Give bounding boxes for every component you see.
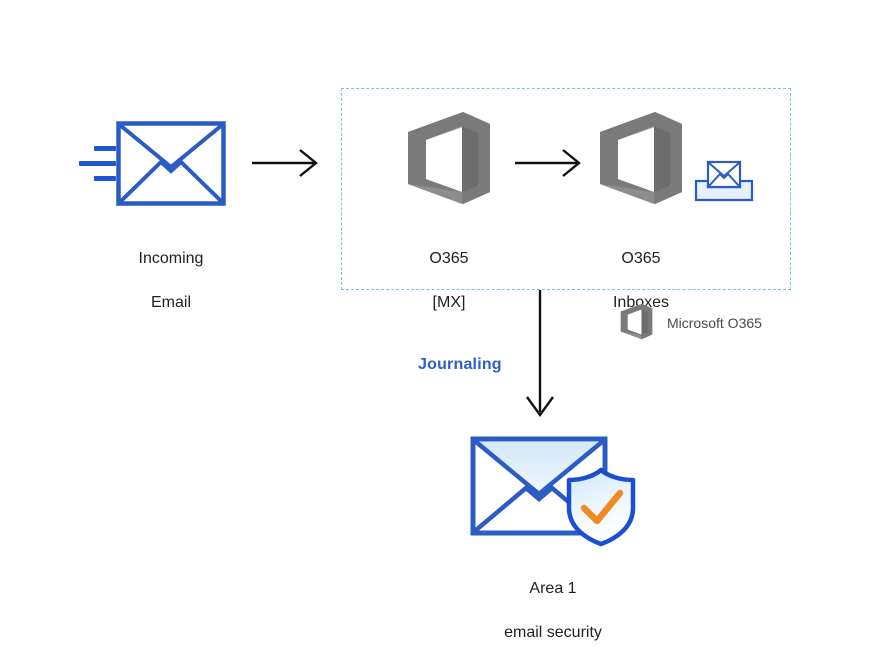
o365-mx-label: O365 [MX] [379, 226, 519, 314]
microsoft-office-logo-inboxes [598, 110, 684, 206]
area1-label-line2: email security [504, 624, 602, 641]
legend-label: Microsoft O365 [667, 315, 762, 331]
area1-label: Area 1 email security [463, 556, 643, 644]
area1-label-line1: Area 1 [529, 580, 577, 597]
o365-mx-label-line1: O365 [429, 250, 469, 267]
arrow-mx-to-inboxes [515, 145, 585, 181]
o365-inboxes-label-line2: Inboxes [612, 294, 670, 311]
secure-email-shield-icon [470, 436, 636, 547]
inbox-tray-envelope-icon [694, 159, 754, 203]
incoming-email-label: Incoming Email [101, 226, 241, 314]
incoming-email-label-line1: Incoming [138, 250, 204, 267]
o365-inboxes-label-line1: O365 [621, 250, 661, 267]
legend-microsoft-office-logo-icon [620, 303, 653, 340]
journaling-edge-label: Journaling [418, 356, 502, 373]
arrow-inboxes-to-area1 [522, 290, 558, 422]
arrow-incoming-to-mx [252, 145, 322, 181]
o365-inboxes-label: O365 Inboxes [571, 226, 711, 314]
o365-mx-label-line2: [MX] [432, 294, 466, 311]
email-speed-lines-icon [78, 140, 120, 188]
envelope-icon [116, 121, 226, 206]
microsoft-office-logo-mx [406, 110, 492, 206]
microsoft-o365-boundary-zone [341, 88, 791, 290]
incoming-email-label-line2: Email [150, 294, 191, 311]
